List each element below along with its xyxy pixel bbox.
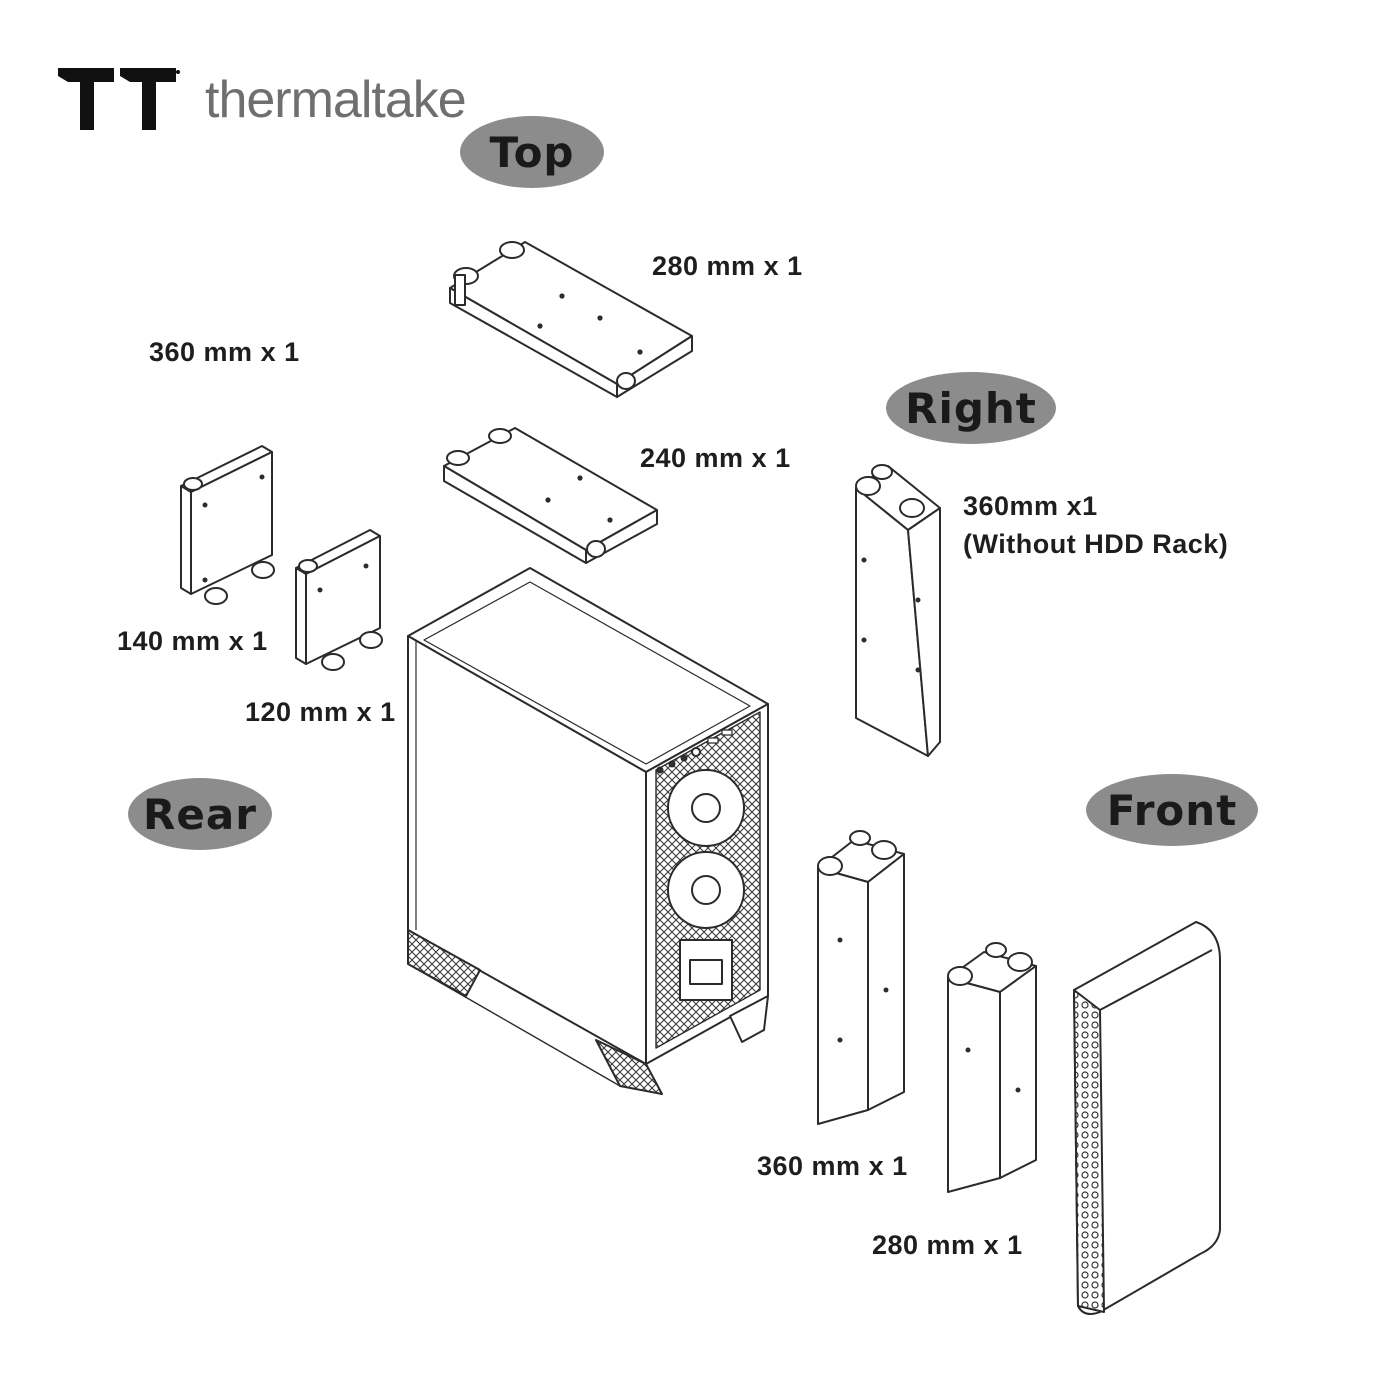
pc-case (407, 567, 769, 1095)
label-front-280: 280 mm x 1 (872, 1230, 1023, 1260)
view-rear-badge: Rear (128, 778, 272, 850)
view-front-badge: Front (1086, 774, 1258, 846)
label-top-240: 240 mm x 1 (640, 443, 791, 473)
view-right-badge: Right (886, 372, 1056, 444)
label-rear-140: 140 mm x 1 (117, 626, 268, 656)
label-top-280: 280 mm x 1 (652, 251, 803, 281)
view-top-label: Top (489, 127, 575, 177)
radiator-rear-120 (295, 529, 383, 671)
brand-name: thermaltake (205, 71, 467, 129)
radiator-top-240 (443, 427, 658, 564)
radiator-top-280 (449, 241, 693, 398)
radiator-front-360 (817, 830, 905, 1125)
label-front-360: 360 mm x 1 (757, 1151, 908, 1181)
view-right-label: Right (905, 383, 1037, 433)
view-front-label: Front (1106, 785, 1238, 835)
label-rear-120: 120 mm x 1 (245, 697, 396, 727)
view-rear-label: Rear (143, 789, 257, 839)
label-right-360-line2: (Without HDD Rack) (963, 529, 1229, 559)
radiator-right-360 (855, 464, 941, 757)
radiator-front-280 (947, 942, 1037, 1193)
radiator-rear-140 (180, 445, 275, 605)
front-panel (1073, 921, 1221, 1315)
label-right-360-line1: 360mm x1 (963, 491, 1098, 521)
tt-logo-icon (58, 68, 180, 130)
view-top-badge: Top (460, 116, 604, 188)
label-top-360: 360 mm x 1 (149, 337, 300, 367)
